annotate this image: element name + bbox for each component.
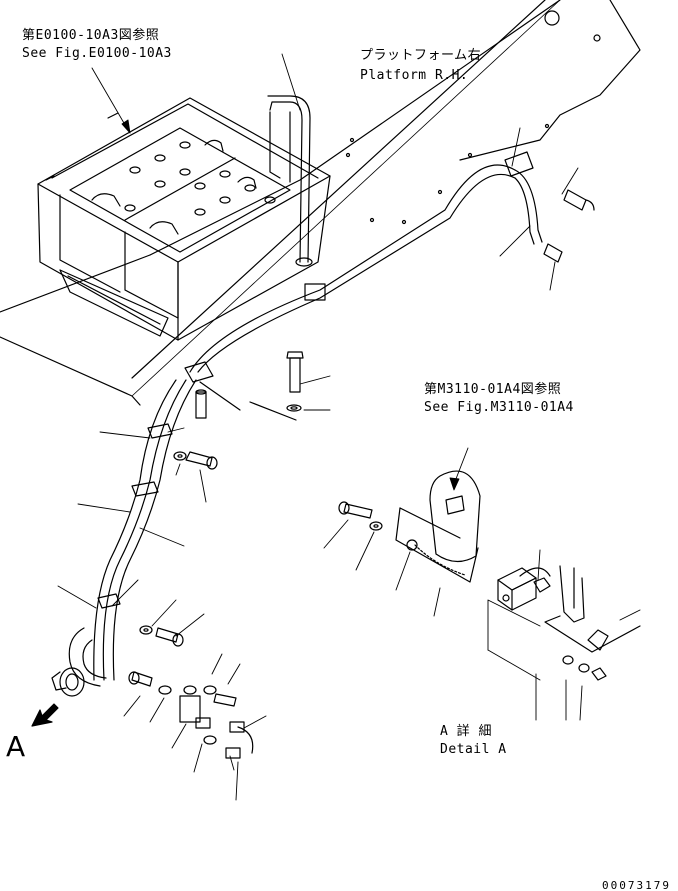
platform-label-jp: プラットフォーム右 (360, 48, 482, 63)
battery-box (37, 97, 331, 341)
detail-title-jp: A 詳 細 (440, 724, 492, 739)
drawing-number: 00073179 (602, 879, 671, 891)
edge-clamp (184, 351, 304, 421)
view-letter-a: A (6, 730, 26, 763)
battery-reference-jp: 第E0100-10A3図参照 (22, 28, 160, 43)
platform-plate (0, 0, 641, 406)
small-parts-left (128, 451, 254, 759)
detail-title-en: Detail A (440, 742, 507, 757)
detail-frame (487, 599, 541, 681)
detail-a-assembly (338, 470, 641, 681)
connector-reference-en: See Fig.M3110-01A4 (424, 400, 574, 415)
battery-reference-en: See Fig.E0100-10A3 (22, 46, 172, 61)
battery-terminals (124, 141, 276, 216)
platform-label-en: Platform R.H. (360, 68, 469, 83)
connector-reference-jp: 第M3110-01A4図参照 (424, 382, 562, 397)
leader-lines (57, 53, 641, 801)
main-cable (189, 151, 595, 373)
view-direction-arrow-icon (31, 703, 59, 727)
descending-harness (51, 379, 197, 697)
